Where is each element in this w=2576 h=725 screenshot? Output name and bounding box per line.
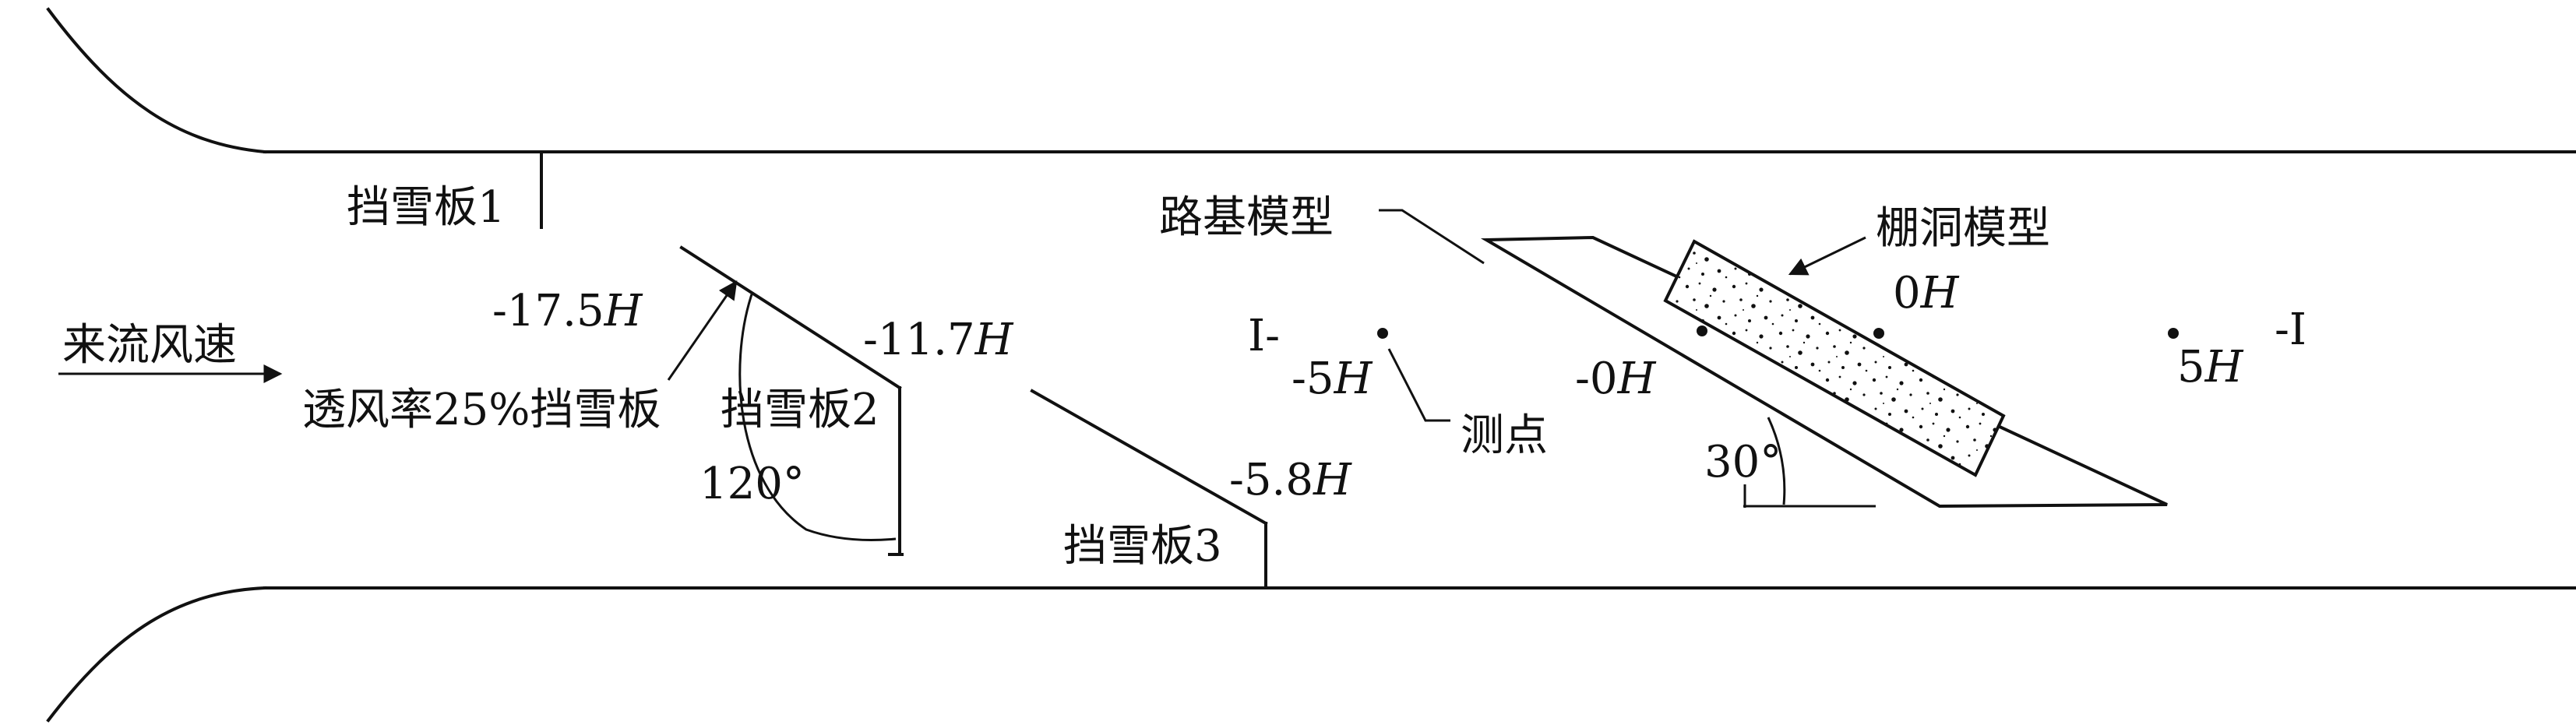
section-marker-right: -I <box>2275 304 2306 355</box>
svg-text:5H: 5H <box>2177 342 2244 392</box>
subgrade-model-label: 路基模型 <box>1159 192 1334 243</box>
position-unit: H <box>1920 268 1960 319</box>
angle-30-label: 30° <box>1704 437 1781 487</box>
inflow-label: 来流风速 <box>62 320 237 371</box>
svg-text:0H: 0H <box>1893 268 1960 319</box>
tunnel-inlet-top-curve <box>46 7 267 154</box>
svg-text:-17.5H: -17.5H <box>492 286 643 336</box>
angle-30-arc <box>1767 417 1786 505</box>
tunnel-inlet-bottom-curve <box>46 586 267 723</box>
position-label-5H: 5H <box>2177 342 2244 392</box>
position-unit: H <box>2204 342 2244 392</box>
position-number: -5.8 <box>1229 455 1313 505</box>
section-marker-left: I- <box>1248 311 1280 361</box>
position-unit: H <box>604 286 643 336</box>
position-unit: H <box>974 315 1014 365</box>
svg-text:-11.7H: -11.7H <box>863 315 1014 365</box>
position-label-0H: 0H <box>1893 268 1960 319</box>
position-number: -0 <box>1575 354 1618 404</box>
position-number: -17.5 <box>492 286 604 336</box>
position-unit: H <box>1334 354 1373 404</box>
svg-text:-5H: -5H <box>1292 354 1373 404</box>
subgrade-model-leader <box>1379 209 1485 265</box>
snow-fence-3 <box>1030 389 1268 526</box>
measure-point-leader <box>1387 348 1450 422</box>
shed-tunnel-model <box>1663 239 2006 477</box>
position-unit: H <box>1313 455 1352 505</box>
angle-120-label: 120° <box>700 459 805 509</box>
snow-fence-2 <box>679 245 902 390</box>
porous-fence-label: 透风率25%挡雪板 <box>302 385 661 435</box>
measure-point-label: 测点 <box>1461 410 1548 461</box>
measure-point-5H <box>2168 328 2179 339</box>
position-label-neg-5H: -5H <box>1292 354 1373 404</box>
position-label-neg-0H: -0H <box>1575 354 1657 404</box>
position-number: 0 <box>1893 268 1921 319</box>
subgrade-model <box>1480 235 2168 509</box>
position-number: -5 <box>1292 354 1334 404</box>
snow-fence-2-label: 挡雪板2 <box>721 385 879 435</box>
shed-tunnel-model-label: 棚洞模型 <box>1876 203 2050 254</box>
measure-point-neg-5H <box>1377 328 1388 339</box>
snow-fence-3-label: 挡雪板3 <box>1063 521 1222 572</box>
position-label-neg-5-8H: -5.8H <box>1229 455 1352 505</box>
position-unit: H <box>1617 354 1657 404</box>
measure-point-neg-0H <box>1697 326 1707 336</box>
svg-text:-0H: -0H <box>1575 354 1657 404</box>
snow-fence-1-label: 挡雪板1 <box>347 182 506 233</box>
position-label-neg-11-7H: -11.7H <box>863 315 1014 365</box>
position-number: -11.7 <box>863 315 975 365</box>
position-number: 5 <box>2177 342 2205 392</box>
svg-text:-5.8H: -5.8H <box>1229 455 1352 505</box>
position-label-neg-17-5H: -17.5H <box>492 286 643 336</box>
porous-fence-leader <box>667 280 738 381</box>
angle-120-arc <box>738 294 897 541</box>
measure-point-0H <box>1873 328 1884 339</box>
shed-tunnel-model-leader <box>1788 236 1866 276</box>
